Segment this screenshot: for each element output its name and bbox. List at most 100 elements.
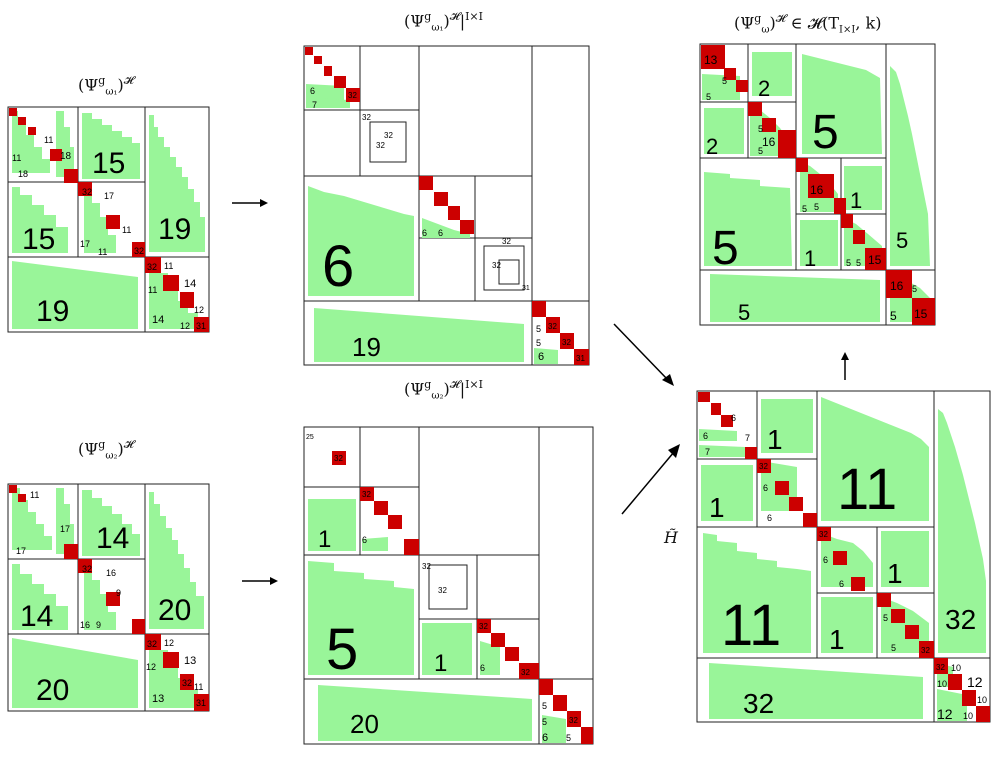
- svg-text:19: 19: [352, 332, 381, 362]
- title-psi-omega1-restricted: (Ψgω₁)𝓗|I×I: [404, 10, 483, 34]
- svg-text:13: 13: [704, 53, 718, 67]
- svg-text:12: 12: [180, 321, 190, 331]
- arrow-right-bottom: [242, 577, 278, 585]
- hmatrix-psi-omega2: 14 20 14 20 11 17 17 16 9 16 9 12 13 12 …: [7, 483, 210, 712]
- svg-text:32: 32: [945, 604, 976, 635]
- svg-text:16: 16: [106, 568, 116, 578]
- svg-text:11: 11: [30, 490, 39, 500]
- svg-text:5: 5: [856, 258, 861, 268]
- label-15-b: 15: [22, 223, 55, 256]
- svg-text:32: 32: [502, 237, 511, 246]
- svg-text:6: 6: [362, 535, 367, 545]
- svg-text:32: 32: [743, 688, 774, 719]
- svg-text:32: 32: [569, 716, 578, 725]
- svg-text:32: 32: [348, 91, 357, 100]
- svg-text:32: 32: [521, 668, 530, 677]
- svg-text:16: 16: [762, 135, 776, 149]
- svg-text:31: 31: [576, 354, 585, 363]
- svg-text:6: 6: [480, 663, 485, 673]
- svg-text:6: 6: [839, 579, 844, 589]
- svg-text:15: 15: [914, 307, 928, 321]
- title-psi-omega1: (Ψgω₁)𝓗: [78, 74, 134, 98]
- svg-text:2: 2: [706, 134, 718, 159]
- label-19-b: 19: [36, 295, 69, 328]
- svg-text:32: 32: [562, 338, 571, 347]
- svg-text:5: 5: [712, 222, 739, 275]
- svg-text:5: 5: [802, 204, 807, 214]
- svg-text:13: 13: [184, 655, 196, 667]
- svg-text:6: 6: [731, 413, 736, 423]
- svg-text:15: 15: [868, 253, 882, 267]
- svg-text:25: 25: [306, 434, 314, 441]
- title-psi-omega2: (Ψgω₂)𝓗: [78, 438, 134, 462]
- svg-text:17: 17: [80, 239, 90, 249]
- svg-text:14: 14: [184, 278, 196, 290]
- label-15-a: 15: [92, 147, 125, 180]
- svg-text:5: 5: [706, 92, 711, 102]
- svg-text:7: 7: [745, 433, 750, 443]
- svg-text:32: 32: [936, 663, 945, 672]
- svg-text:31: 31: [196, 698, 206, 708]
- svg-text:32: 32: [362, 113, 371, 122]
- svg-text:11: 11: [194, 682, 203, 692]
- svg-text:10: 10: [937, 679, 947, 689]
- svg-text:32: 32: [819, 530, 828, 539]
- svg-text:12: 12: [937, 706, 953, 722]
- svg-text:10: 10: [977, 695, 987, 705]
- svg-text:11: 11: [98, 247, 107, 257]
- arrow-up-diagonal: [621, 444, 680, 515]
- title-psi-omega-final: (Ψgω)𝓗 ∈ 𝓗(TI×I, k): [734, 12, 882, 36]
- svg-text:6: 6: [538, 351, 544, 363]
- svg-text:20: 20: [36, 674, 69, 707]
- svg-text:1: 1: [804, 246, 816, 271]
- svg-text:5: 5: [891, 643, 896, 653]
- svg-text:16: 16: [810, 183, 824, 197]
- svg-text:32: 32: [422, 562, 431, 571]
- svg-text:1: 1: [318, 526, 331, 553]
- svg-text:20: 20: [350, 709, 379, 739]
- svg-text:12: 12: [194, 305, 204, 315]
- svg-text:9: 9: [96, 620, 101, 630]
- svg-text:14: 14: [152, 314, 164, 326]
- svg-text:5: 5: [846, 258, 851, 268]
- svg-text:1: 1: [887, 558, 903, 589]
- svg-text:10: 10: [963, 711, 973, 721]
- svg-text:31: 31: [522, 285, 530, 292]
- svg-text:7: 7: [312, 100, 317, 110]
- svg-text:5: 5: [536, 338, 541, 348]
- svg-text:5: 5: [758, 146, 763, 156]
- svg-text:12: 12: [967, 674, 983, 690]
- svg-text:12: 12: [146, 662, 156, 672]
- arrow-right-top: [232, 199, 268, 207]
- hmatrix-psi-omega2-restricted: 1 5 1 20 25 6 32 32 6 5 5 6 5 32 32 32 3…: [303, 426, 594, 745]
- svg-text:9: 9: [116, 588, 121, 598]
- svg-text:6: 6: [763, 483, 768, 493]
- svg-text:5: 5: [326, 617, 358, 682]
- svg-text:32: 32: [479, 622, 488, 631]
- svg-text:32: 32: [438, 586, 447, 595]
- svg-text:17: 17: [16, 546, 26, 556]
- svg-text:32: 32: [82, 187, 92, 197]
- svg-text:11: 11: [12, 153, 21, 163]
- svg-text:5: 5: [912, 284, 917, 294]
- svg-text:5: 5: [758, 124, 763, 134]
- svg-text:16: 16: [890, 279, 904, 293]
- svg-text:5: 5: [890, 309, 897, 323]
- svg-text:32: 32: [334, 454, 343, 463]
- svg-text:5: 5: [722, 76, 727, 86]
- hmatrix-psi-omega1-restricted: 6 19 6 7 32 32 32 32 32 31 6 6 5 5 6 32 …: [303, 45, 590, 366]
- svg-text:11: 11: [44, 135, 53, 145]
- hmatrix-psi-omega1: 15 19 15 19 11 18 11 18 17 11 17 11 11 1…: [7, 106, 210, 333]
- svg-text:11: 11: [721, 593, 781, 658]
- svg-text:5: 5: [812, 106, 839, 159]
- arrow-down-diagonal: [613, 323, 674, 386]
- svg-text:20: 20: [158, 594, 191, 627]
- svg-text:17: 17: [60, 524, 70, 534]
- svg-text:11: 11: [148, 285, 157, 295]
- svg-text:31: 31: [196, 321, 206, 331]
- label-19-a: 19: [158, 213, 191, 246]
- svg-text:6: 6: [310, 86, 315, 96]
- svg-text:5: 5: [542, 717, 547, 727]
- svg-text:6: 6: [438, 228, 443, 238]
- svg-text:6: 6: [823, 555, 828, 565]
